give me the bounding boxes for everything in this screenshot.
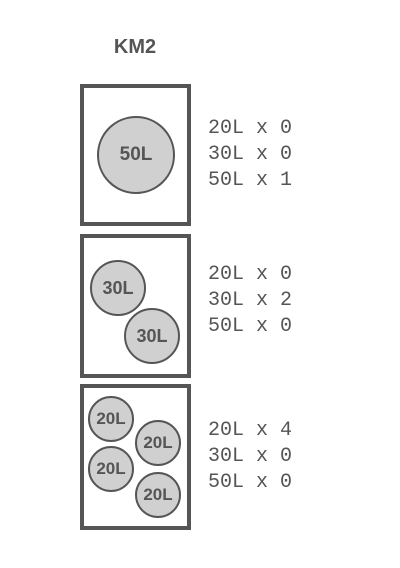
barrel-50l: 50L (97, 116, 175, 194)
barrel-20l: 20L (88, 396, 134, 442)
barrel-20l: 20L (135, 420, 181, 466)
count-line: 50L x 1 (208, 169, 293, 192)
count-line: 30L x 2 (208, 289, 293, 312)
count-line: 20L x 4 (208, 419, 293, 442)
config-counts-1: 20L x 0 30L x 0 50L x 1 (208, 116, 292, 194)
count-line: 50L x 0 (208, 315, 293, 338)
count-line: 20L x 0 (208, 117, 293, 140)
count-line: 30L x 0 (208, 143, 293, 166)
barrel-30l: 30L (90, 260, 146, 316)
count-line: 20L x 0 (208, 263, 293, 286)
config-counts-2: 20L x 0 30L x 2 50L x 0 (208, 262, 292, 340)
barrel-30l: 30L (124, 308, 180, 364)
diagram-title: KM2 (113, 36, 157, 58)
config-box-1: 50L (80, 84, 191, 226)
count-line: 50L x 0 (208, 471, 293, 494)
barrel-20l: 20L (88, 446, 134, 492)
config-counts-3: 20L x 4 30L x 0 50L x 0 (208, 418, 292, 496)
count-line: 30L x 0 (208, 445, 293, 468)
config-box-3: 20L 20L 20L 20L (80, 384, 191, 530)
barrel-20l: 20L (135, 472, 181, 518)
config-box-2: 30L 30L (80, 234, 191, 378)
